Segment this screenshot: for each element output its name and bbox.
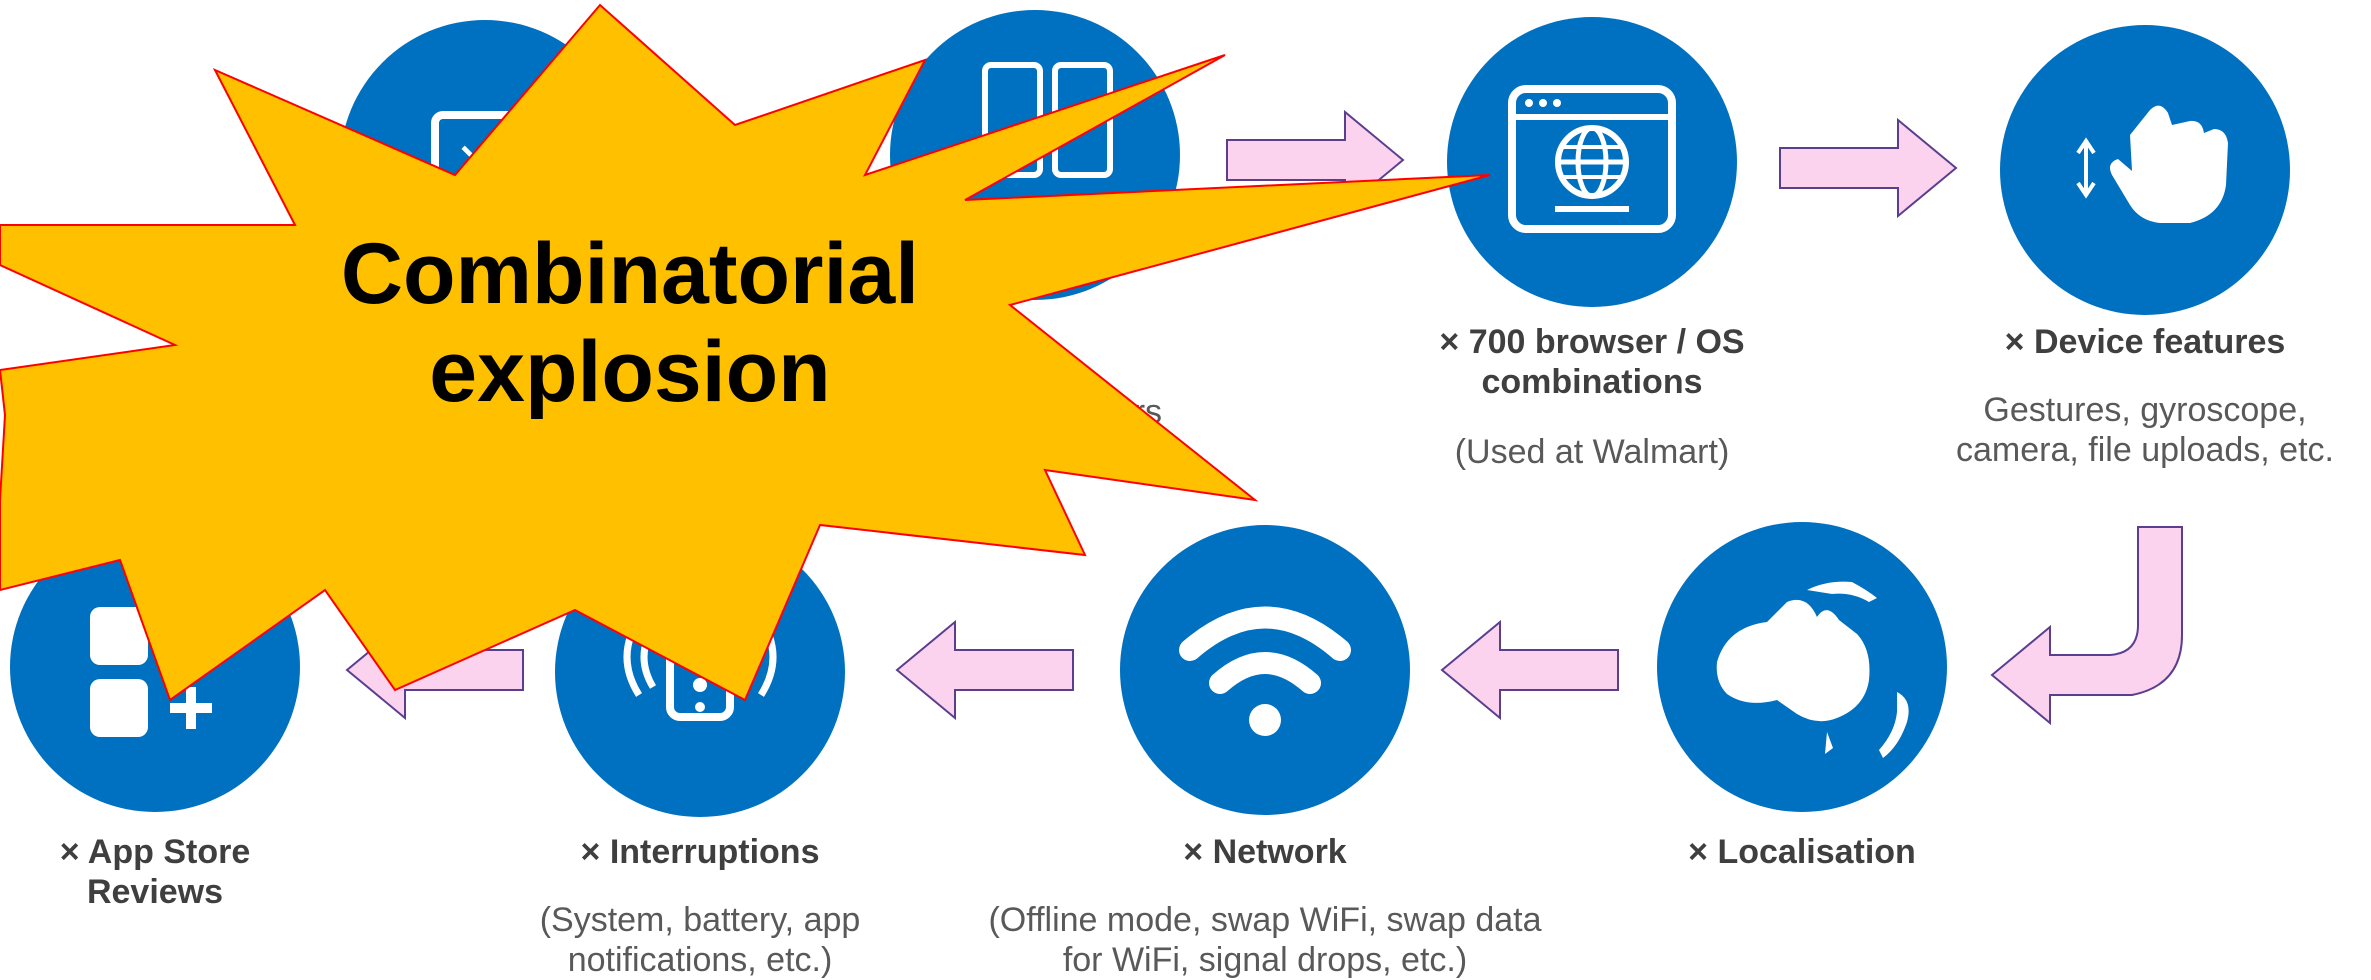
wifi-icon [1179, 606, 1351, 736]
arrow-bend-down-left [1990, 526, 2183, 725]
network-sub: (Offline mode, swap WiFi, swap data for … [988, 901, 1542, 979]
burst-line-1: Combinatorial [340, 226, 920, 322]
burst-line-2: explosion [429, 324, 831, 420]
localisation-label: × Localisation [1688, 833, 1916, 871]
browser-globe-icon [1508, 85, 1676, 233]
device-features-label: × Device features [2004, 323, 2286, 361]
arrow-left-2 [895, 620, 1074, 720]
browser-node [1447, 17, 1737, 307]
device-features-sub: Gestures, gyroscope, camera, file upload… [1956, 391, 2334, 469]
localisation-node [1657, 522, 1947, 812]
network-label: × Network [1183, 833, 1347, 871]
arrow-left-1 [1440, 620, 1619, 720]
app-store-label: × App Store Reviews [59, 833, 251, 911]
device-features-node [2000, 25, 2290, 315]
browser-sub: (Used at Walmart) [1454, 433, 1730, 471]
burst-text: Combinatorial explosion [240, 225, 1020, 421]
browser-label: × 700 browser / OS combinations [1392, 322, 1792, 402]
touch-gesture-icon [2076, 105, 2228, 223]
browser-label-text: × 700 browser / OS combinations [1439, 323, 1745, 401]
arrow-right-2 [1779, 118, 1958, 218]
interruptions-sub: (System, battery, app notifications, etc… [539, 901, 861, 979]
interruptions-label: × Interruptions [580, 833, 820, 871]
globe-australia-icon [1716, 581, 1909, 758]
network-node [1120, 525, 1410, 815]
